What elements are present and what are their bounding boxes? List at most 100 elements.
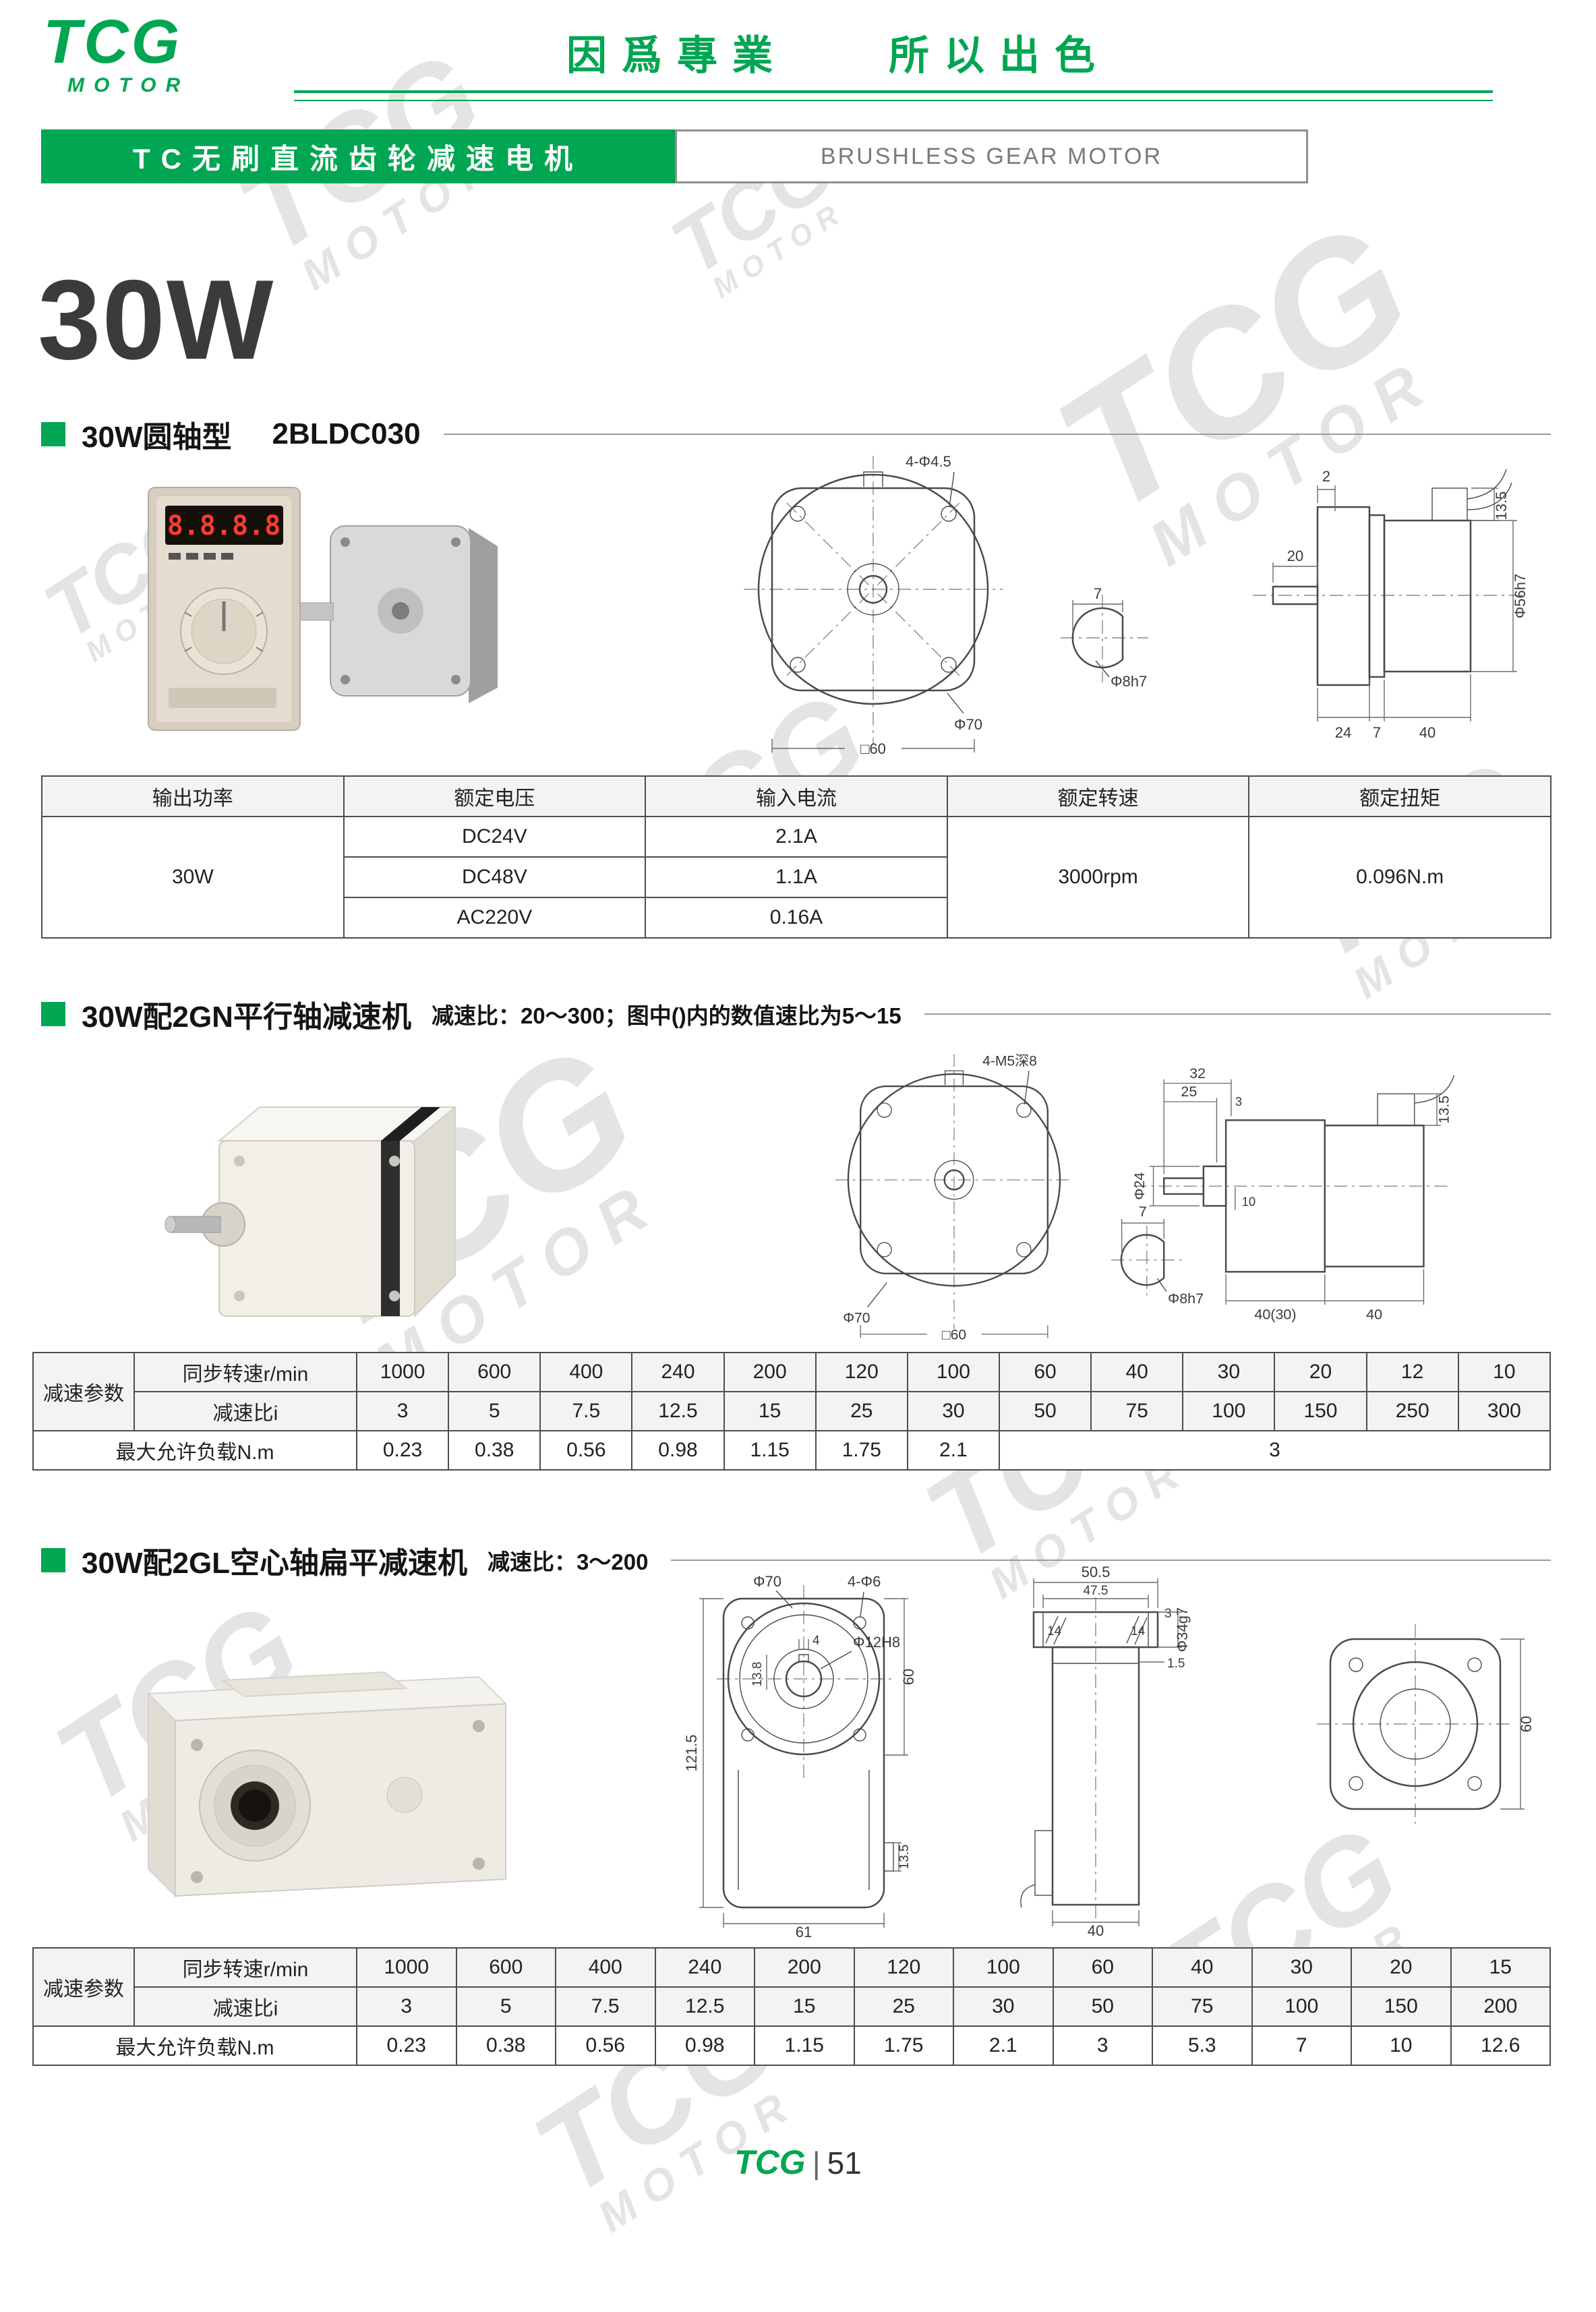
dim-label: 24	[1335, 724, 1351, 741]
footer-divider: |	[812, 2145, 821, 2181]
speed-value: 400	[555, 1947, 656, 1988]
dim-label: 14	[1131, 1624, 1146, 1638]
dim-label: 40	[1088, 1922, 1104, 1939]
dim-label: 40	[1366, 1307, 1382, 1323]
section2-subtitle: 减速比：20～300；图中()内的数值速比为5～15	[431, 1003, 902, 1028]
ratio-value: 75	[1090, 1391, 1184, 1431]
drawing-gl-rear-view: 60	[1317, 1624, 1535, 1824]
dim-label: 50.5	[1082, 1564, 1111, 1580]
speed-value: 1000	[356, 1947, 457, 1988]
dim-label: 13.5	[1493, 492, 1510, 521]
ratio-value: 50	[998, 1391, 1092, 1431]
load-value: 12.6	[1450, 2025, 1551, 2066]
spec-voltage: AC220V	[343, 897, 647, 939]
green-bullet-icon	[41, 1002, 65, 1026]
load-value: 0.56	[539, 1430, 633, 1471]
load-value: 0.56	[555, 2025, 656, 2066]
load-value: 1.75	[853, 2025, 954, 2066]
section1-model: 2BLDC030	[272, 417, 421, 450]
param-label: 减速参数	[32, 1352, 135, 1431]
load-label: 最大允许负载N.m	[32, 1430, 357, 1471]
ratio-value: 150	[1274, 1391, 1367, 1431]
footer-brand: TCG	[734, 2143, 806, 2181]
load-value: 0.38	[455, 2025, 556, 2066]
green-bullet-icon	[41, 422, 65, 446]
green-bullet-icon	[41, 1548, 65, 1572]
speed-value: 1000	[355, 1352, 450, 1392]
speed-value: 15	[1450, 1947, 1551, 1988]
dim-label: 14	[1047, 1624, 1062, 1638]
dim-label: Φ24	[1131, 1173, 1148, 1200]
load-value: 0.98	[631, 1430, 725, 1471]
dim-label: 13.5	[1436, 1096, 1452, 1124]
speed-value: 60	[998, 1352, 1092, 1392]
section2-header: 30W配2GN平行轴减速机 减速比：20～300；图中()内的数值速比为5～15	[41, 992, 1551, 1036]
dim-label: 121.5	[683, 1734, 700, 1771]
dim-label: 20	[1287, 547, 1303, 564]
load-value: 1.75	[815, 1430, 908, 1471]
spec-torque: 0.096N.m	[1248, 816, 1551, 939]
spec-current: 1.1A	[645, 856, 948, 898]
dim-label: 7	[1139, 1204, 1147, 1220]
gn-ratio-table: 减速参数 同步转速r/min 1000 600 400 240 200 120 …	[32, 1352, 1551, 1471]
dim-label: 61	[796, 1924, 812, 1940]
category-banner-en: BRUSHLESS GEAR MOTOR	[675, 129, 1308, 183]
dim-label: Φ8h7	[1111, 673, 1147, 690]
section3-header: 30W配2GL空心轴扁平减速机 减速比：3～200	[41, 1539, 1551, 1582]
dim-label: 3	[1235, 1094, 1242, 1108]
spec-voltage: DC24V	[343, 816, 647, 858]
speed-value: 10	[1457, 1352, 1551, 1392]
ratio-value: 12.5	[631, 1391, 725, 1431]
ratio-value: 5	[455, 1986, 556, 2027]
dim-label: Φ8h7	[1168, 1291, 1204, 1307]
dim-label: □60	[942, 1327, 966, 1342]
speed-value: 100	[906, 1352, 1000, 1392]
dim-label: Φ34g7	[1174, 1607, 1191, 1653]
dim-label: 1.5	[1167, 1657, 1185, 1671]
speed-label: 同步转速r/min	[134, 1352, 357, 1392]
speed-value: 400	[539, 1352, 633, 1392]
speed-value: 100	[953, 1947, 1054, 1988]
speed-value: 12	[1365, 1352, 1459, 1392]
ratio-value: 15	[754, 1986, 855, 2027]
speed-value: 120	[853, 1947, 954, 1988]
section3-title: 30W配2GL空心轴扁平减速机	[82, 1547, 468, 1580]
dim-label: 47.5	[1084, 1584, 1109, 1598]
load-value: 0.98	[654, 2025, 755, 2066]
ratio-value: 75	[1152, 1986, 1253, 2027]
spec-speed: 3000rpm	[946, 816, 1250, 939]
speed-value: 120	[815, 1352, 908, 1392]
load-value: 2.1	[953, 2025, 1054, 2066]
spec-table-wrap: 输出功率 额定电压 输入电流 额定转速 额定扭矩 30W DC24V 2.1A …	[41, 775, 1551, 939]
dim-label: 13.5	[897, 1845, 912, 1870]
speed-value: 20	[1274, 1352, 1367, 1392]
product-photo-gl-gearmotor	[146, 1671, 508, 1898]
drawing-gl-side-view: 50.5 47.5 3 14 14 Φ34g7 1.5 40	[1020, 1564, 1191, 1939]
ratio-value: 25	[853, 1986, 954, 2027]
ratio-label: 减速比i	[134, 1391, 357, 1431]
gl-ratio-table: 减速参数 同步转速r/min 1000 600 400 240 200 120 …	[32, 1947, 1551, 2066]
ratio-value: 15	[723, 1391, 817, 1431]
speed-value: 240	[631, 1352, 725, 1392]
load-value: 3	[1052, 2025, 1153, 2066]
speed-value: 20	[1351, 1947, 1452, 1988]
ratio-value: 50	[1052, 1986, 1153, 2027]
drawing-gn-front-view: 4-M5深8 Φ70 □60	[835, 1053, 1073, 1342]
section-rule	[443, 434, 1551, 435]
dim-label: 60	[1518, 1716, 1535, 1732]
dim-label: 40(30)	[1254, 1307, 1296, 1323]
ratio-value: 300	[1457, 1391, 1551, 1431]
dim-label: 3	[1164, 1607, 1172, 1621]
speed-value: 200	[754, 1947, 855, 1988]
drawing-gn-side-view: 32 25 3 Φ24 10 13.5 40(30) 40 7 Φ8h7	[1111, 1065, 1455, 1323]
footer-page-number: 51	[827, 2145, 862, 2181]
product-photo-gn-gearmotor	[165, 1105, 457, 1318]
dim-label: 2	[1322, 468, 1330, 485]
ratio-value: 100	[1182, 1391, 1276, 1431]
spec-current: 2.1A	[645, 816, 948, 858]
slogan-right: 所以出色	[889, 33, 1110, 78]
col-header-current: 输入电流	[645, 775, 948, 817]
load-value: 7	[1251, 2025, 1352, 2066]
speed-value: 30	[1182, 1352, 1276, 1392]
ratio-value: 7.5	[539, 1391, 633, 1431]
